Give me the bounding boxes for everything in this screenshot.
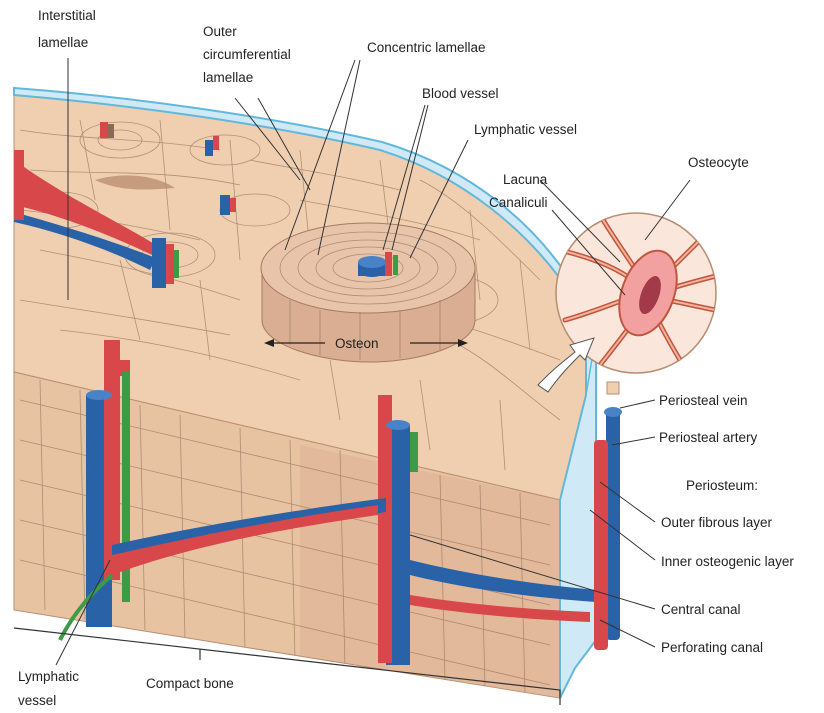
label-periosteal-vein: Periosteal vein [659, 393, 748, 408]
label-concentric-lamellae: Concentric lamellae [367, 40, 486, 55]
label-osteocyte: Osteocyte [688, 155, 749, 170]
label-perforating-canal: Perforating canal [661, 640, 763, 655]
label-canaliculi: Canaliculi [489, 195, 548, 210]
label-outer-circumferential-lamellae: Outer circumferential lamellae [203, 24, 295, 85]
label-blood-vessel: Blood vessel [422, 86, 499, 101]
label-lymphatic-vessel-bottom: Lymphatic vessel [18, 669, 83, 708]
label-periosteum: Periosteum: [686, 478, 758, 493]
label-inner-osteogenic-layer: Inner osteogenic layer [661, 554, 794, 569]
label-central-canal: Central canal [661, 602, 741, 617]
label-interstitial-lamellae: Interstitial lamellae [38, 8, 100, 50]
label-lymphatic-vessel-top: Lymphatic vessel [474, 122, 577, 137]
label-compact-bone: Compact bone [146, 676, 234, 691]
label-outer-fibrous-layer: Outer fibrous layer [661, 515, 773, 530]
label-osteon: Osteon [335, 336, 379, 351]
label-periosteal-artery: Periosteal artery [659, 430, 758, 445]
label-lacuna: Lacuna [503, 172, 548, 187]
